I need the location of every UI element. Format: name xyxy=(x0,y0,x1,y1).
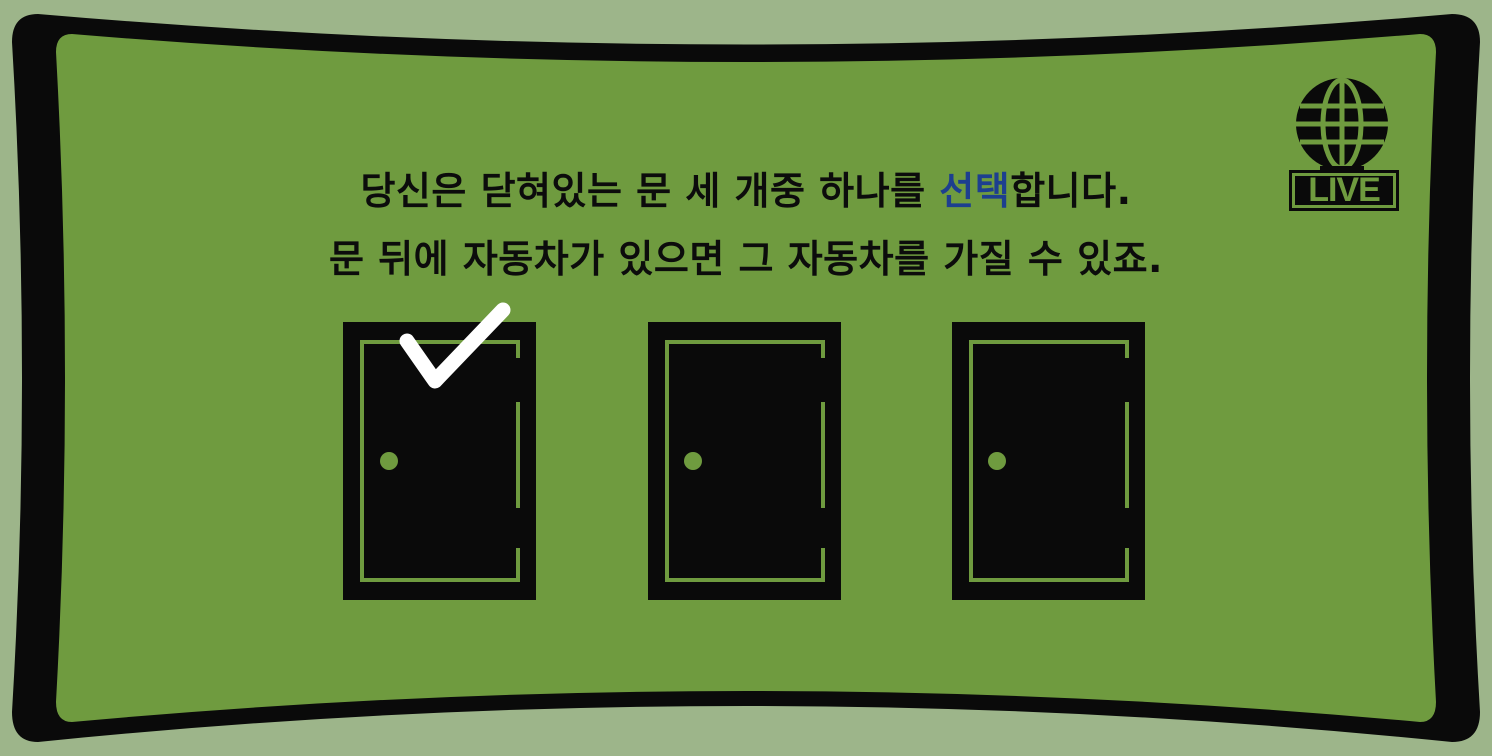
live-badge: LIVE xyxy=(1289,170,1399,211)
door-knob xyxy=(988,452,1006,470)
checkmark-icon xyxy=(399,302,511,389)
caption-line-2: 문 뒤에 자동차가 있으면 그 자동차를 가질 수 있죠. xyxy=(329,237,1163,281)
door-3[interactable] xyxy=(952,322,1145,600)
door-knob xyxy=(684,452,702,470)
door-knob xyxy=(380,452,398,470)
caption-highlight: 선택 xyxy=(939,169,1011,213)
caption-text: 당신은 닫혀있는 문 세 개중 하나를 xyxy=(360,169,940,213)
caption-line-1: 당신은 닫혀있는 문 세 개중 하나를 선택합니다. xyxy=(0,160,1492,215)
caption-text: 합니다. xyxy=(1010,169,1132,213)
live-label: LIVE xyxy=(1292,173,1396,208)
globe-icon xyxy=(1296,77,1388,172)
door-1[interactable] xyxy=(343,322,536,600)
door-2[interactable] xyxy=(648,322,841,600)
